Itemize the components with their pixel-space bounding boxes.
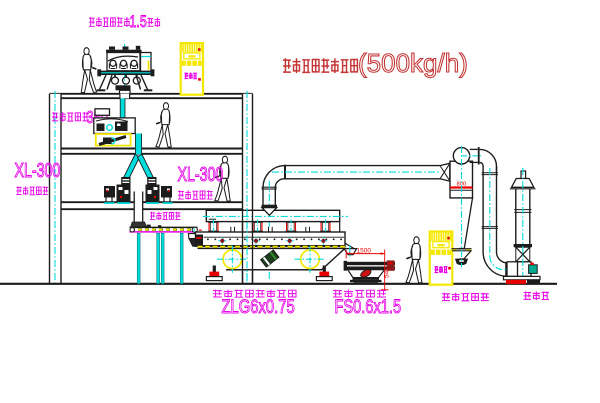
svg-text:540: 540 bbox=[384, 267, 391, 278]
svg-text:1.5: 1.5 bbox=[130, 14, 147, 32]
svg-text:XL-300: XL-300 bbox=[178, 163, 224, 186]
svg-text:800: 800 bbox=[457, 182, 467, 188]
svg-text:ZLG6x0.75: ZLG6x0.75 bbox=[222, 296, 295, 317]
svg-text:1500: 1500 bbox=[357, 248, 372, 255]
svg-text:FS0.6x1.5: FS0.6x1.5 bbox=[335, 296, 402, 317]
svg-text:XL-300: XL-300 bbox=[15, 158, 61, 181]
svg-text:(500kg/h): (500kg/h) bbox=[358, 50, 468, 78]
